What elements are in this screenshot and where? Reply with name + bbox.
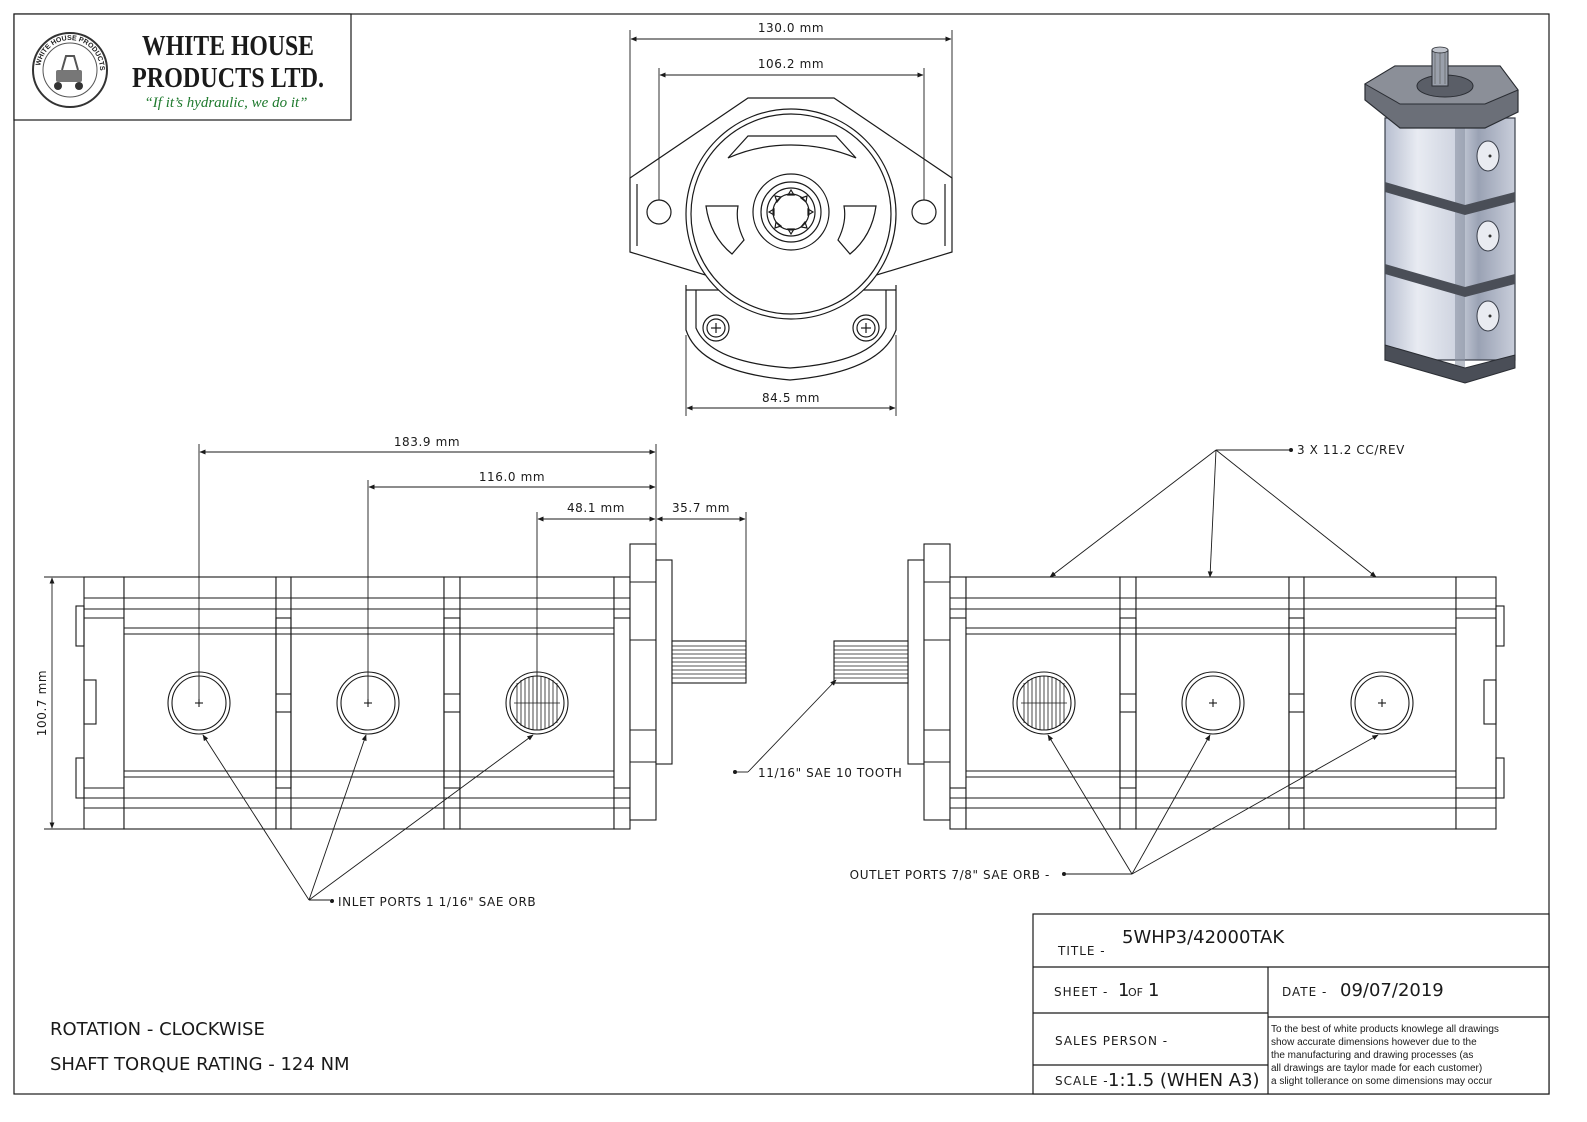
callout-dot: [330, 899, 334, 903]
sheet-label: SHEET -: [1054, 985, 1108, 999]
disclaimer-line: a slight tollerance on some dimensions m…: [1271, 1076, 1493, 1087]
dim-base-width: 84.5 mm: [762, 391, 820, 405]
callout-dot: [733, 770, 737, 774]
company-logo: WHITE HOUSE PRODUCTS LTD WHITE HOUSE PRO…: [0, 0, 352, 121]
title-block: [1032, 913, 1550, 1095]
bolt-icon: [702, 314, 730, 342]
title-value: 5WHP3/42000TAK: [1122, 927, 1285, 948]
rotation-note: ROTATION - CLOCKWISE: [50, 1019, 265, 1040]
sheet-border: [13, 13, 1550, 1095]
left-side-view: [75, 543, 747, 830]
company-tagline: “If it’s hydraulic, we do it”: [144, 95, 307, 111]
disclaimer-line: To the best of white products knowlege a…: [1271, 1024, 1499, 1035]
right-side-view: [833, 543, 1505, 830]
spline-teeth: [767, 188, 815, 236]
scale-value: 1:1.5 (WHEN A3): [1108, 1070, 1260, 1091]
dim-height: 100.7 mm: [35, 670, 49, 736]
sheet-of: OF: [1128, 986, 1143, 999]
dim-middle: 116.0 mm: [479, 470, 545, 484]
left-dimensions: [44, 444, 747, 901]
sheet-total: 1: [1148, 980, 1159, 1001]
sheet-number: 1: [1118, 980, 1129, 1001]
dim-inner: 48.1 mm: [567, 501, 625, 515]
outlet-ports-callout: OUTLET PORTS 7/8" SAE ORB -: [850, 868, 1050, 882]
disclaimer-line: the manufacturing and drawing processes …: [1271, 1050, 1473, 1061]
title-label: TITLE -: [1057, 944, 1106, 958]
callout-dot: [1289, 448, 1293, 452]
dim-shaft-length: 35.7 mm: [672, 501, 730, 515]
company-name-line2: PRODUCTS LTD.: [132, 63, 324, 94]
shaft-callout: 11/16" SAE 10 TOOTH: [758, 766, 902, 780]
dim-overall-width: 130.0 mm: [758, 21, 824, 35]
sales-person-label: SALES PERSON -: [1055, 1034, 1168, 1048]
callout-dot: [1062, 872, 1066, 876]
outlet-port-icon: [1181, 671, 1245, 735]
right-callouts: [735, 449, 1379, 875]
inlet-ports-callout: INLET PORTS 1 1/16" SAE ORB: [338, 895, 536, 909]
displacement-callout: 3 X 11.2 CC/REV: [1297, 443, 1405, 457]
company-name-line1: WHITE HOUSE: [142, 31, 314, 62]
disclaimer-line: all drawings are taylor made for each cu…: [1271, 1063, 1482, 1074]
dim-outer: 183.9 mm: [394, 435, 460, 449]
front-dimensions: [629, 30, 953, 416]
bolt-icon: [852, 314, 880, 342]
date-value: 09/07/2019: [1340, 980, 1444, 1001]
torque-note: SHAFT TORQUE RATING - 124 NM: [50, 1054, 350, 1075]
outlet-port-icon: [1012, 671, 1076, 735]
disclaimer-line: show accurate dimensions however due to …: [1271, 1037, 1477, 1048]
front-view: [629, 97, 953, 381]
disclaimer: To the best of white products knowlege a…: [1271, 1024, 1499, 1087]
scale-label: SCALE -: [1055, 1074, 1109, 1088]
date-label: DATE -: [1282, 985, 1327, 999]
dim-bolt-centers: 106.2 mm: [758, 57, 824, 71]
outlet-port-icon: [1350, 671, 1414, 735]
pump-3d-render: [1364, 46, 1519, 384]
